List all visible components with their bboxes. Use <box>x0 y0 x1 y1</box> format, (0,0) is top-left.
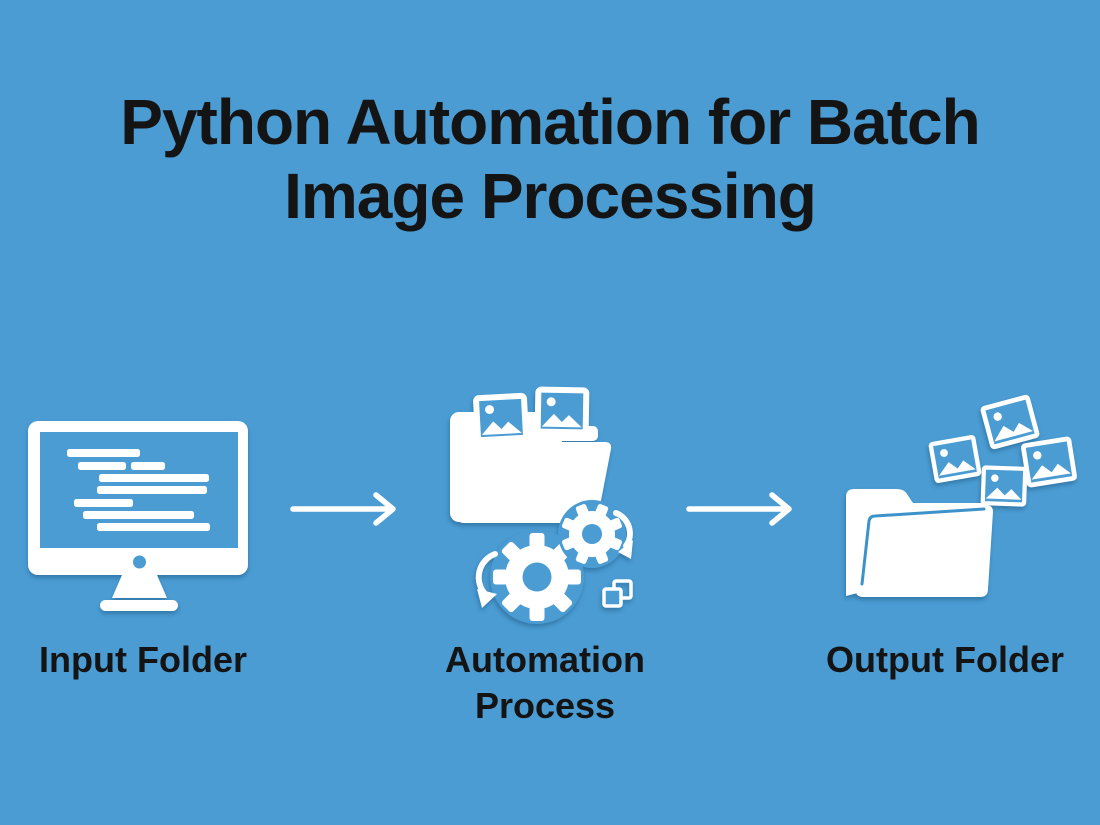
folder-flap-inner-line <box>860 507 986 586</box>
folder-images-output-icon <box>846 383 1088 597</box>
photo-thumbnail-icon <box>538 390 587 433</box>
gear-small-icon <box>558 500 626 568</box>
rotation-arrow-left-icon <box>475 551 498 608</box>
arrow-right-icon-2 <box>686 492 792 526</box>
arrow-right-icon-1 <box>290 492 396 526</box>
photo-thumbnail-icon <box>983 467 1026 504</box>
folder-front-flap <box>855 505 993 597</box>
monitor-camera-dot <box>133 555 146 569</box>
photo-thumbnail-icon <box>1023 439 1075 486</box>
photo-thumbnail-icon <box>983 397 1038 447</box>
stage-label-output: Output Folder <box>826 639 1064 680</box>
monitor-with-code-icon <box>28 421 248 611</box>
photo-thumbnail-icon <box>931 437 980 481</box>
stage-label-input: Input Folder <box>39 639 247 680</box>
page-title-line-2: Image Processing <box>284 159 817 232</box>
monitor-stand <box>112 575 167 598</box>
rotation-arrow-right-icon <box>613 510 633 559</box>
copy-icon <box>602 579 633 608</box>
page-title: Python Automation for Batch Image Proces… <box>0 86 1100 233</box>
folder-images-gears-icon <box>450 370 633 624</box>
code-lines <box>67 449 210 531</box>
monitor-base <box>100 600 178 611</box>
photo-thumbnail-icon <box>476 396 526 440</box>
page-title-line-1: Python Automation for Batch <box>120 86 980 158</box>
folder-front-flap <box>456 442 612 523</box>
gear-large-icon <box>490 530 584 624</box>
stage-label-process: Automation Process <box>445 639 645 727</box>
